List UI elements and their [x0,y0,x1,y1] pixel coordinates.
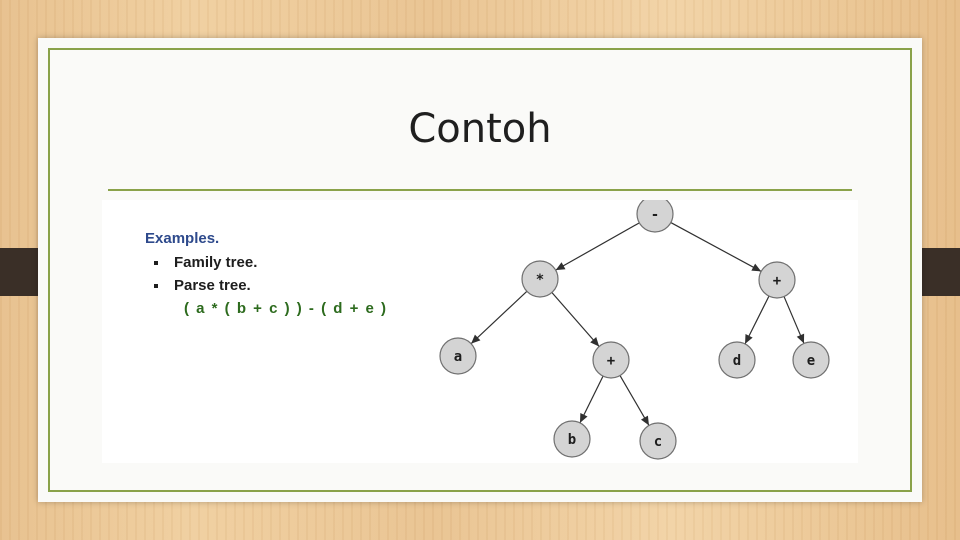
tree-node-label: + [607,353,615,369]
tree-node-b: b [553,420,591,458]
tree-node-circle [439,337,477,375]
tree-node-plus-right: + [758,261,796,299]
tree-edge-mul-plus-left [551,292,600,347]
tree-node-e: e [792,341,830,379]
arrowhead-icon [745,334,753,344]
slide-card: Contoh Examples. Family tree. Parse tree… [38,38,922,502]
tree-node-c: c [639,422,677,460]
tree-node-a: a [439,337,477,375]
arrowhead-icon [579,413,588,423]
content-image: Examples. Family tree. Parse tree. ( a *… [102,200,858,463]
title-divider [108,189,852,191]
list-item: Parse tree. [154,277,251,294]
slide-border [48,48,912,492]
tree-node-circle [758,261,796,299]
tree-node-circle [553,420,591,458]
parse-tree-diagram: - * + a + d e b c [439,200,830,460]
arrowhead-icon [640,415,649,426]
tree-node-root: - [636,200,674,233]
tree-node-label: e [807,353,815,369]
tree-node-d: d [718,341,756,379]
tree-edge-root-plus-right [670,222,762,272]
tree-node-label: + [773,273,781,289]
tree-node-circle [639,422,677,460]
tree-node-circle [521,260,559,298]
tree-node-circle [636,200,674,233]
tree-node-label: - [651,207,659,223]
tree-node-mul: * [521,260,559,298]
arrowhead-icon [751,263,762,272]
parse-expression: ( a * ( b + c ) ) - ( d + e ) [184,300,388,317]
tree-node-plus-left: + [592,341,630,379]
tree-edge-plus-left-c [619,375,650,426]
examples-heading: Examples. [145,230,220,247]
tree-edge-mul-a [470,290,528,345]
tree-edge-root-mul [555,222,640,271]
arrowhead-icon [590,337,600,347]
tree-node-label: b [568,432,576,448]
tree-node-circle [592,341,630,379]
arrowhead-icon [471,334,481,344]
tree-node-circle [792,341,830,379]
tree-node-label: * [536,272,544,288]
slide-title: Contoh [408,106,552,152]
arrowhead-icon [555,262,566,271]
arrowhead-icon [796,333,805,344]
list-item-label: Family tree. [174,254,258,271]
list-item: Family tree. [154,254,257,271]
tree-node-label: c [654,434,662,450]
bullet-icon [154,283,158,288]
tree-node-label: d [733,353,741,369]
tree-node-label: a [454,349,462,365]
bullet-icon [154,260,158,265]
list-item-label: Parse tree. [174,277,251,294]
tree-node-circle [718,341,756,379]
